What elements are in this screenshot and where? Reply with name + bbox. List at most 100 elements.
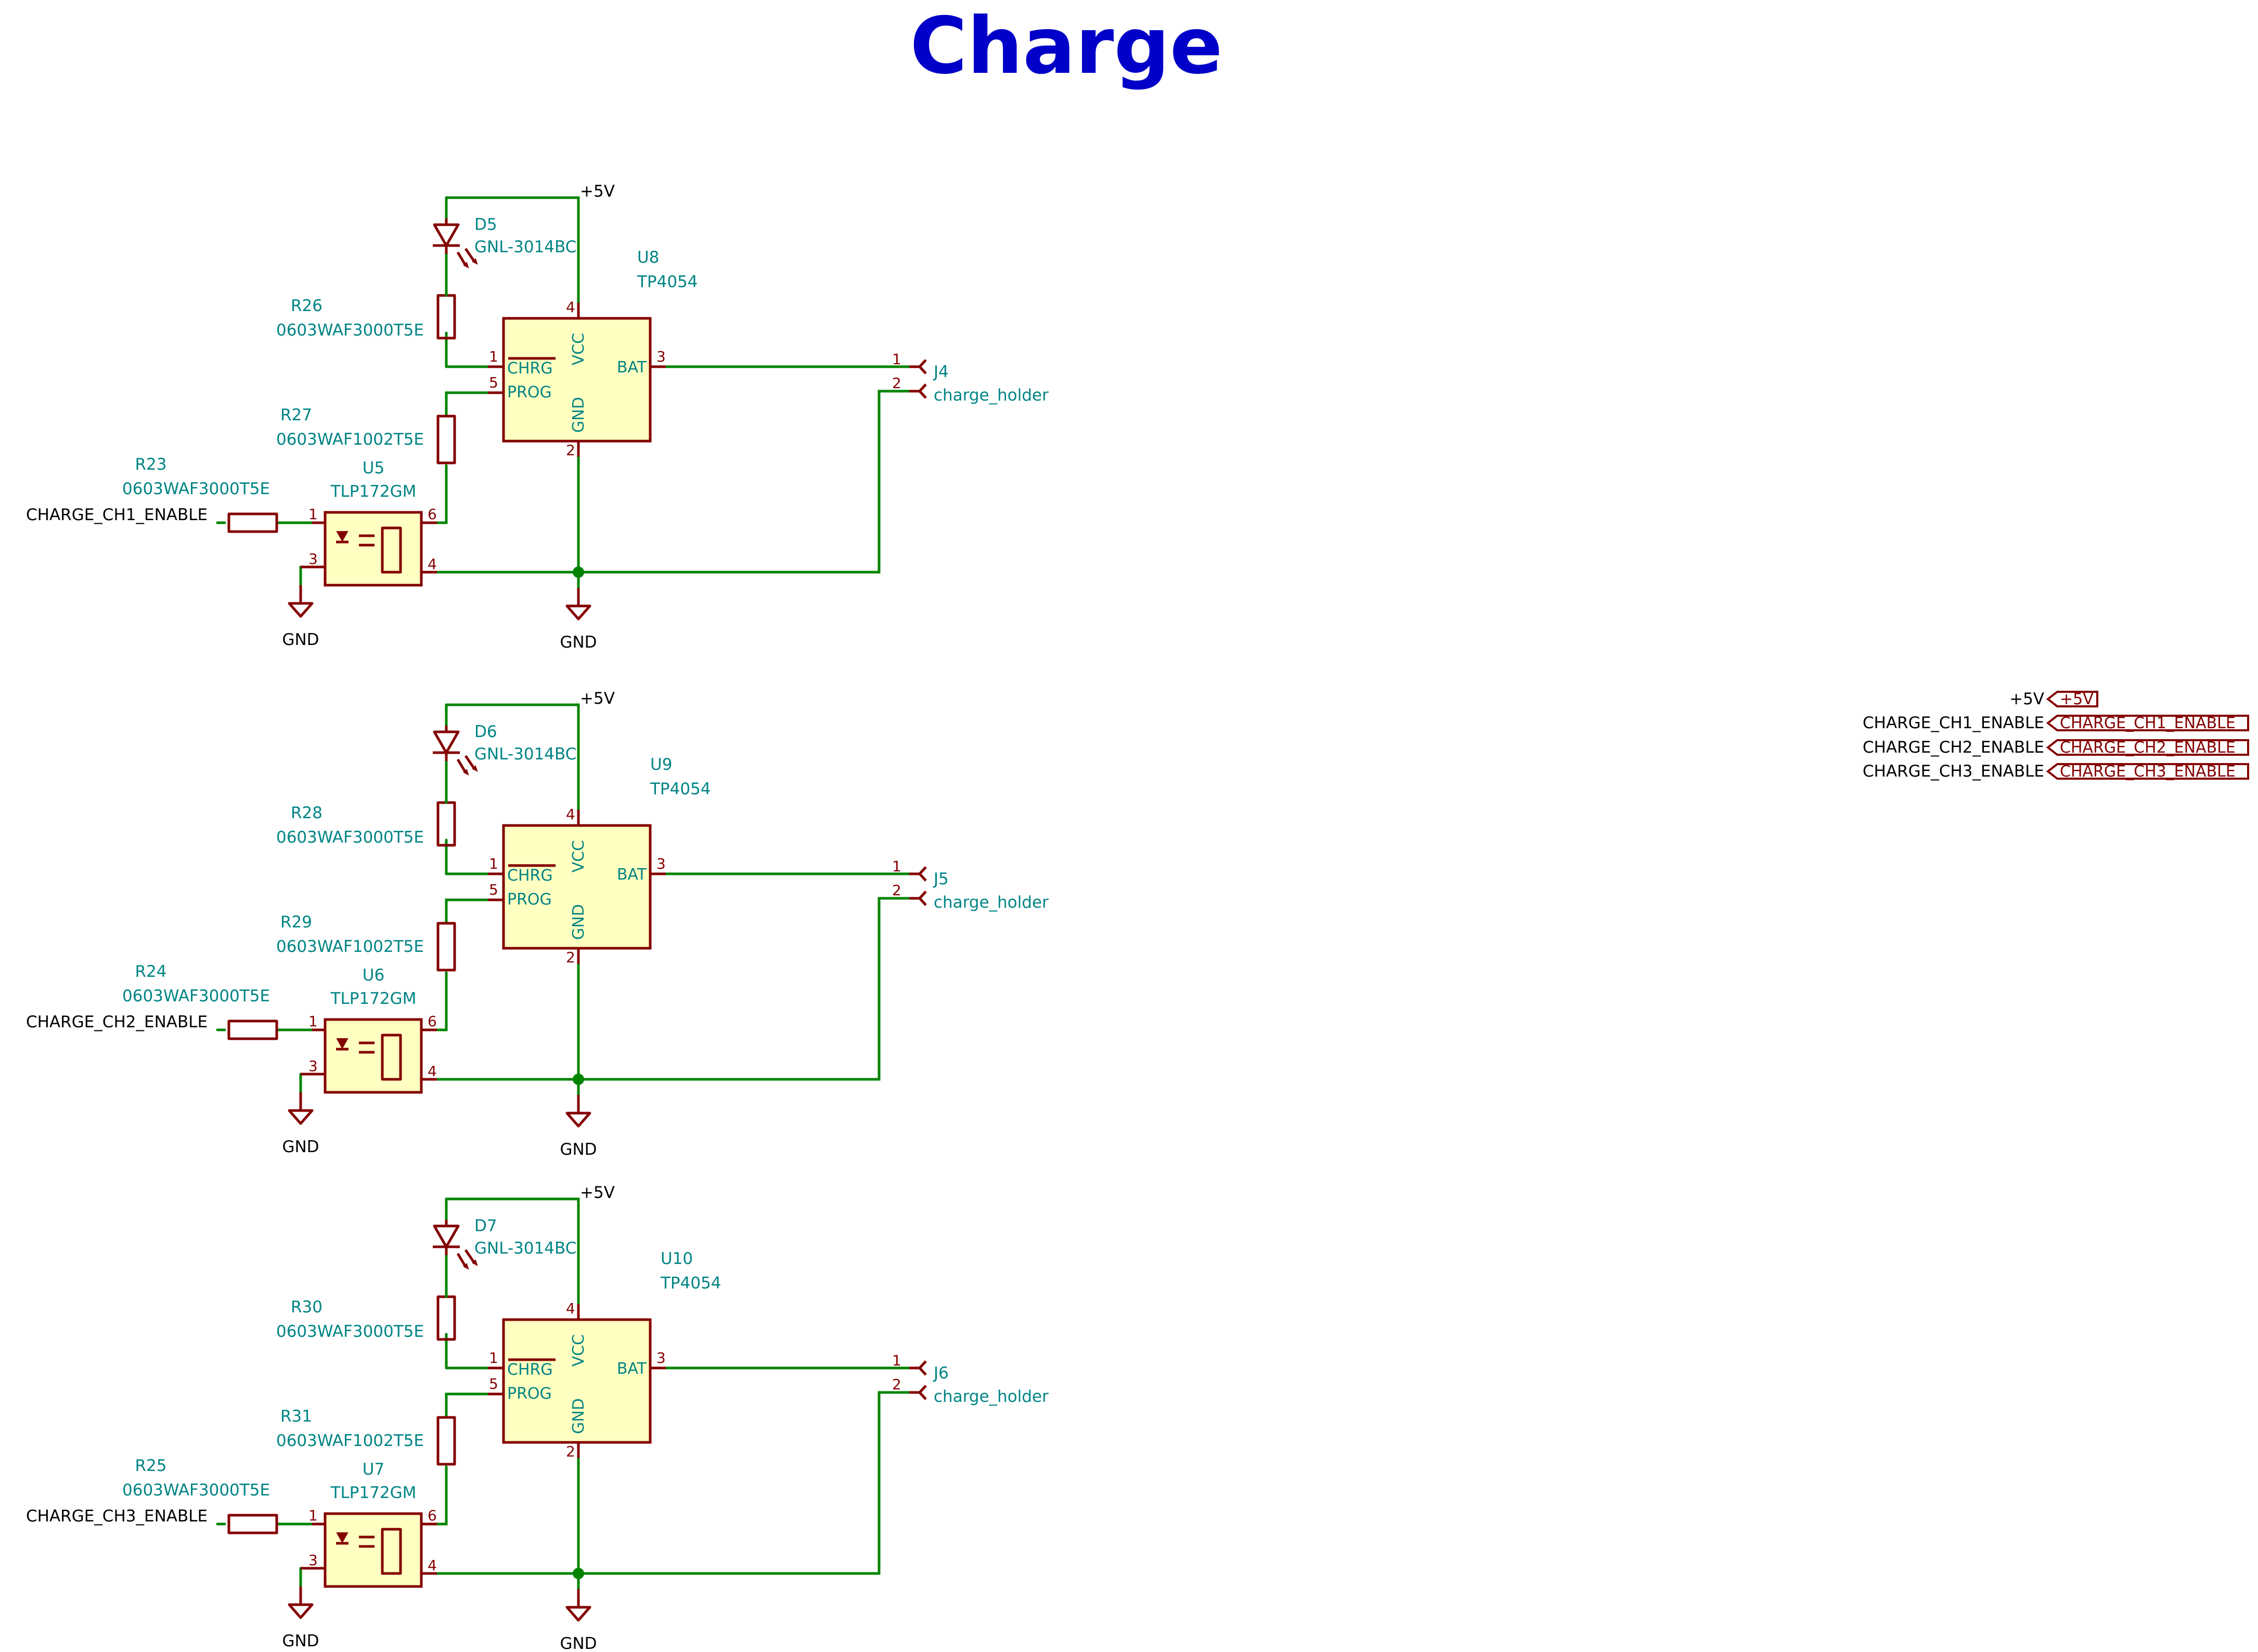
ic-pin-num-gnd: 2 <box>566 1443 575 1460</box>
led-symbol <box>433 1220 478 1270</box>
ic-pin-name-chrg: CHRG <box>507 867 553 885</box>
connector-pin1-mark <box>918 1360 927 1376</box>
opto-pin4-number: 4 <box>428 1063 437 1080</box>
r-in-body <box>227 1019 278 1040</box>
gnd-triangle <box>288 1603 314 1619</box>
connector-pin1-number: 1 <box>892 1352 901 1369</box>
r-in-value: 0603WAF3000T5E <box>122 987 270 1005</box>
global-label-box <box>2046 739 2249 756</box>
r-in-ref: R23 <box>135 455 167 474</box>
power-5v-label: +5V <box>580 1183 615 1202</box>
opto-pin4-number: 4 <box>428 1557 437 1574</box>
ic-value: TP4054 <box>637 273 698 291</box>
ic-pin-num-vcc: 4 <box>566 1300 575 1317</box>
global-label-box <box>2046 691 2098 707</box>
r-prog-value: 0603WAF1002T5E <box>276 430 424 449</box>
r-in-ref: R25 <box>135 1456 167 1475</box>
led-triangle <box>433 223 460 247</box>
opto-pin1-number: 1 <box>308 1507 318 1524</box>
connector-value: charge_holder <box>934 386 1049 405</box>
global-net-name: +5V <box>2009 690 2044 708</box>
ic-pin-num-chrg: 1 <box>489 1349 498 1366</box>
connector-pin1-mark <box>918 359 927 375</box>
r-in-body <box>227 1514 278 1534</box>
r-led-ref: R30 <box>291 1298 322 1317</box>
r-prog-body <box>436 1416 456 1466</box>
ic-body <box>502 824 652 950</box>
wire-gnd-bus <box>419 897 911 1081</box>
r-led-ref: R26 <box>291 296 322 315</box>
connector-pin2-mark <box>918 383 927 399</box>
opto-pin1-number: 1 <box>308 1013 318 1030</box>
connector-pin2-mark <box>918 1385 927 1400</box>
ic-pin-name-vcc: VCC <box>570 840 588 872</box>
ic-ref: U10 <box>661 1249 693 1268</box>
ic-pin-num-chrg: 1 <box>489 855 498 872</box>
opto-pin3-number: 3 <box>308 550 318 567</box>
gnd-triangle <box>288 602 314 618</box>
ic-pin-name-prog: PROG <box>507 890 552 909</box>
led-ray-2 <box>464 248 476 263</box>
connector-pin2-number: 2 <box>892 882 901 899</box>
global-label-text: CHARGE_CH1_ENABLE <box>2060 714 2236 732</box>
led-ref: D7 <box>474 1217 497 1235</box>
led-ray-2 <box>464 755 476 770</box>
wire-gnd-bus <box>419 1391 911 1575</box>
ic-pin-num-prog: 5 <box>489 1375 498 1392</box>
ic-pin-num-bat: 3 <box>656 1349 666 1366</box>
ic-pin-name-gnd: GND <box>570 1398 588 1434</box>
wire-5v-rail <box>445 196 580 321</box>
ic-body <box>502 1318 652 1444</box>
led-symbol <box>433 218 478 268</box>
ic-pin-name-chrg: CHRG <box>507 359 553 378</box>
opto-led <box>336 531 349 543</box>
connector: 12 <box>892 351 927 399</box>
opto-pin3-number: 3 <box>308 1552 318 1569</box>
gnd-symbol-ic: GND <box>560 1589 597 1652</box>
ic-body <box>502 317 652 443</box>
led-symbol <box>433 726 478 776</box>
gnd-triangle <box>565 1112 591 1128</box>
connector-pin1-mark <box>918 866 927 882</box>
ic-ref: U8 <box>637 248 659 267</box>
charge-channel-3: +5VD7GNL-3014BCR300603WAF3000T5ER310603W… <box>26 1183 1049 1652</box>
ic-pin-name-chrg: CHRG <box>507 1361 553 1379</box>
connector-pin1-number: 1 <box>892 351 901 368</box>
opto-body <box>324 511 423 587</box>
gnd-label: GND <box>560 633 597 652</box>
connector-pin2-mark <box>918 890 927 906</box>
gnd-symbol-opto: GND <box>282 1586 319 1650</box>
global-net-name: CHARGE_CH2_ENABLE <box>1863 738 2044 757</box>
global-label-1: +5V+5V <box>2009 690 2098 708</box>
gnd-symbol-ic: GND <box>560 1095 597 1159</box>
connector-ref: J4 <box>933 363 949 381</box>
global-label-box <box>2046 715 2249 731</box>
wire-prog <box>445 1392 505 1419</box>
led-triangle <box>433 730 460 754</box>
wire-prog <box>445 898 505 925</box>
global-net-name: CHARGE_CH1_ENABLE <box>1863 714 2044 732</box>
ic-pin-name-bat: BAT <box>617 866 647 884</box>
opto-mosfet <box>381 1528 402 1575</box>
ic-pin-name-prog: PROG <box>507 1385 552 1403</box>
led-value: GNL-3014BC <box>474 745 576 764</box>
opto-pin4-number: 4 <box>428 556 437 573</box>
power-5v-label: +5V <box>580 689 615 708</box>
opto-pin6-number: 6 <box>428 506 437 523</box>
connector-pin2-number: 2 <box>892 375 901 392</box>
global-label-2: CHARGE_CH1_ENABLE CHARGE_CH1_ENABLE <box>1863 714 2249 732</box>
ic-pin-num-chrg: 1 <box>489 348 498 365</box>
enable-net-label: CHARGE_CH3_ENABLE <box>26 1507 208 1526</box>
charge-channel-2: +5VD6GNL-3014BCR280603WAF3000T5ER290603W… <box>26 689 1049 1159</box>
led-arrow-2 <box>472 258 478 265</box>
opto-ref: U6 <box>363 966 384 985</box>
r-in-value: 0603WAF3000T5E <box>122 1481 270 1500</box>
led-ray-1 <box>456 1253 467 1268</box>
charge-channel-1: +5VD5GNL-3014BCR260603WAF3000T5ER270603W… <box>26 182 1049 652</box>
junction-dot <box>573 1074 584 1085</box>
